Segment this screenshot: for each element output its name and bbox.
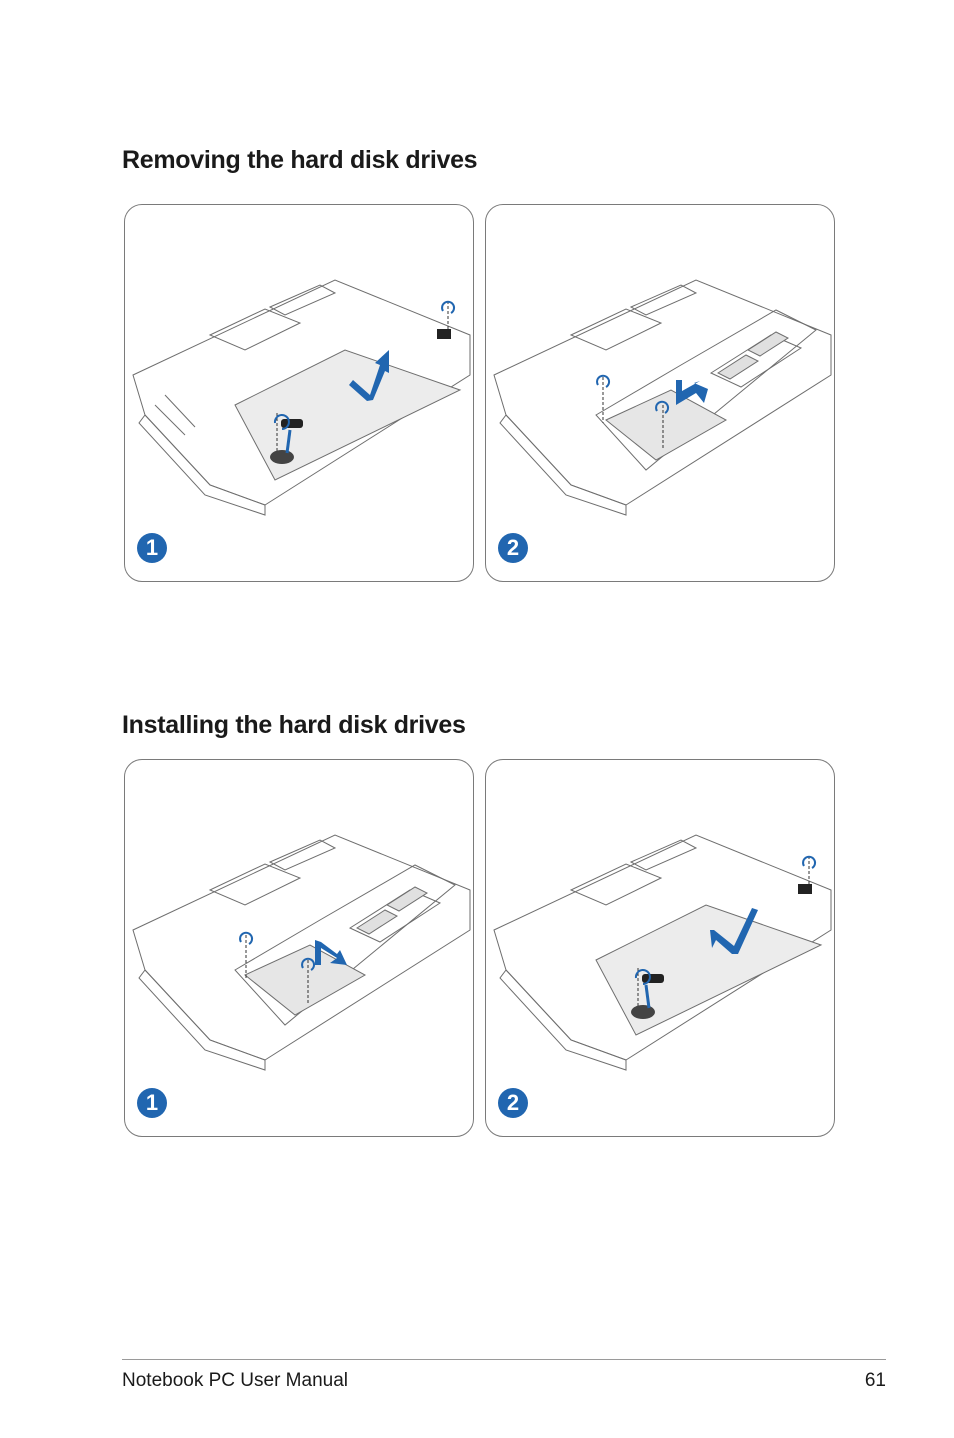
illustration-panel-remove-step-2: 2 bbox=[485, 204, 835, 582]
illustration-panel-install-step-2: 2 bbox=[485, 759, 835, 1137]
rotate-screw-icon bbox=[437, 300, 456, 339]
section-title-installing: Installing the hard disk drives bbox=[122, 711, 466, 739]
rotate-screw-icon bbox=[798, 855, 817, 894]
section-title-removing: Removing the hard disk drives bbox=[122, 146, 478, 174]
direction-arrow-icon bbox=[349, 350, 389, 401]
laptop-bottom-illustration bbox=[493, 834, 832, 1071]
illustration-panel-install-step-1: 1 bbox=[124, 759, 474, 1137]
step-number-badge: 2 bbox=[498, 1088, 528, 1118]
laptop-bottom-illustration bbox=[493, 279, 832, 516]
screw-icon bbox=[239, 931, 316, 1005]
direction-arrow-icon bbox=[710, 908, 758, 954]
screw-icon bbox=[596, 374, 670, 448]
step-number-badge: 2 bbox=[498, 533, 528, 563]
step-number-badge: 1 bbox=[137, 1088, 167, 1118]
footer-divider bbox=[122, 1359, 886, 1360]
footer-manual-title: Notebook PC User Manual bbox=[122, 1370, 348, 1391]
latch-icon bbox=[631, 968, 664, 1019]
illustration-panel-remove-step-1: 1 bbox=[124, 204, 474, 582]
laptop-bottom-illustration bbox=[132, 834, 471, 1071]
footer-page-number: 61 bbox=[864, 1370, 886, 1391]
latch-icon bbox=[270, 413, 303, 464]
direction-arrow-icon bbox=[315, 940, 347, 965]
laptop-bottom-illustration bbox=[132, 279, 471, 516]
direction-arrow-icon bbox=[676, 380, 708, 405]
step-number-badge: 1 bbox=[137, 533, 167, 563]
